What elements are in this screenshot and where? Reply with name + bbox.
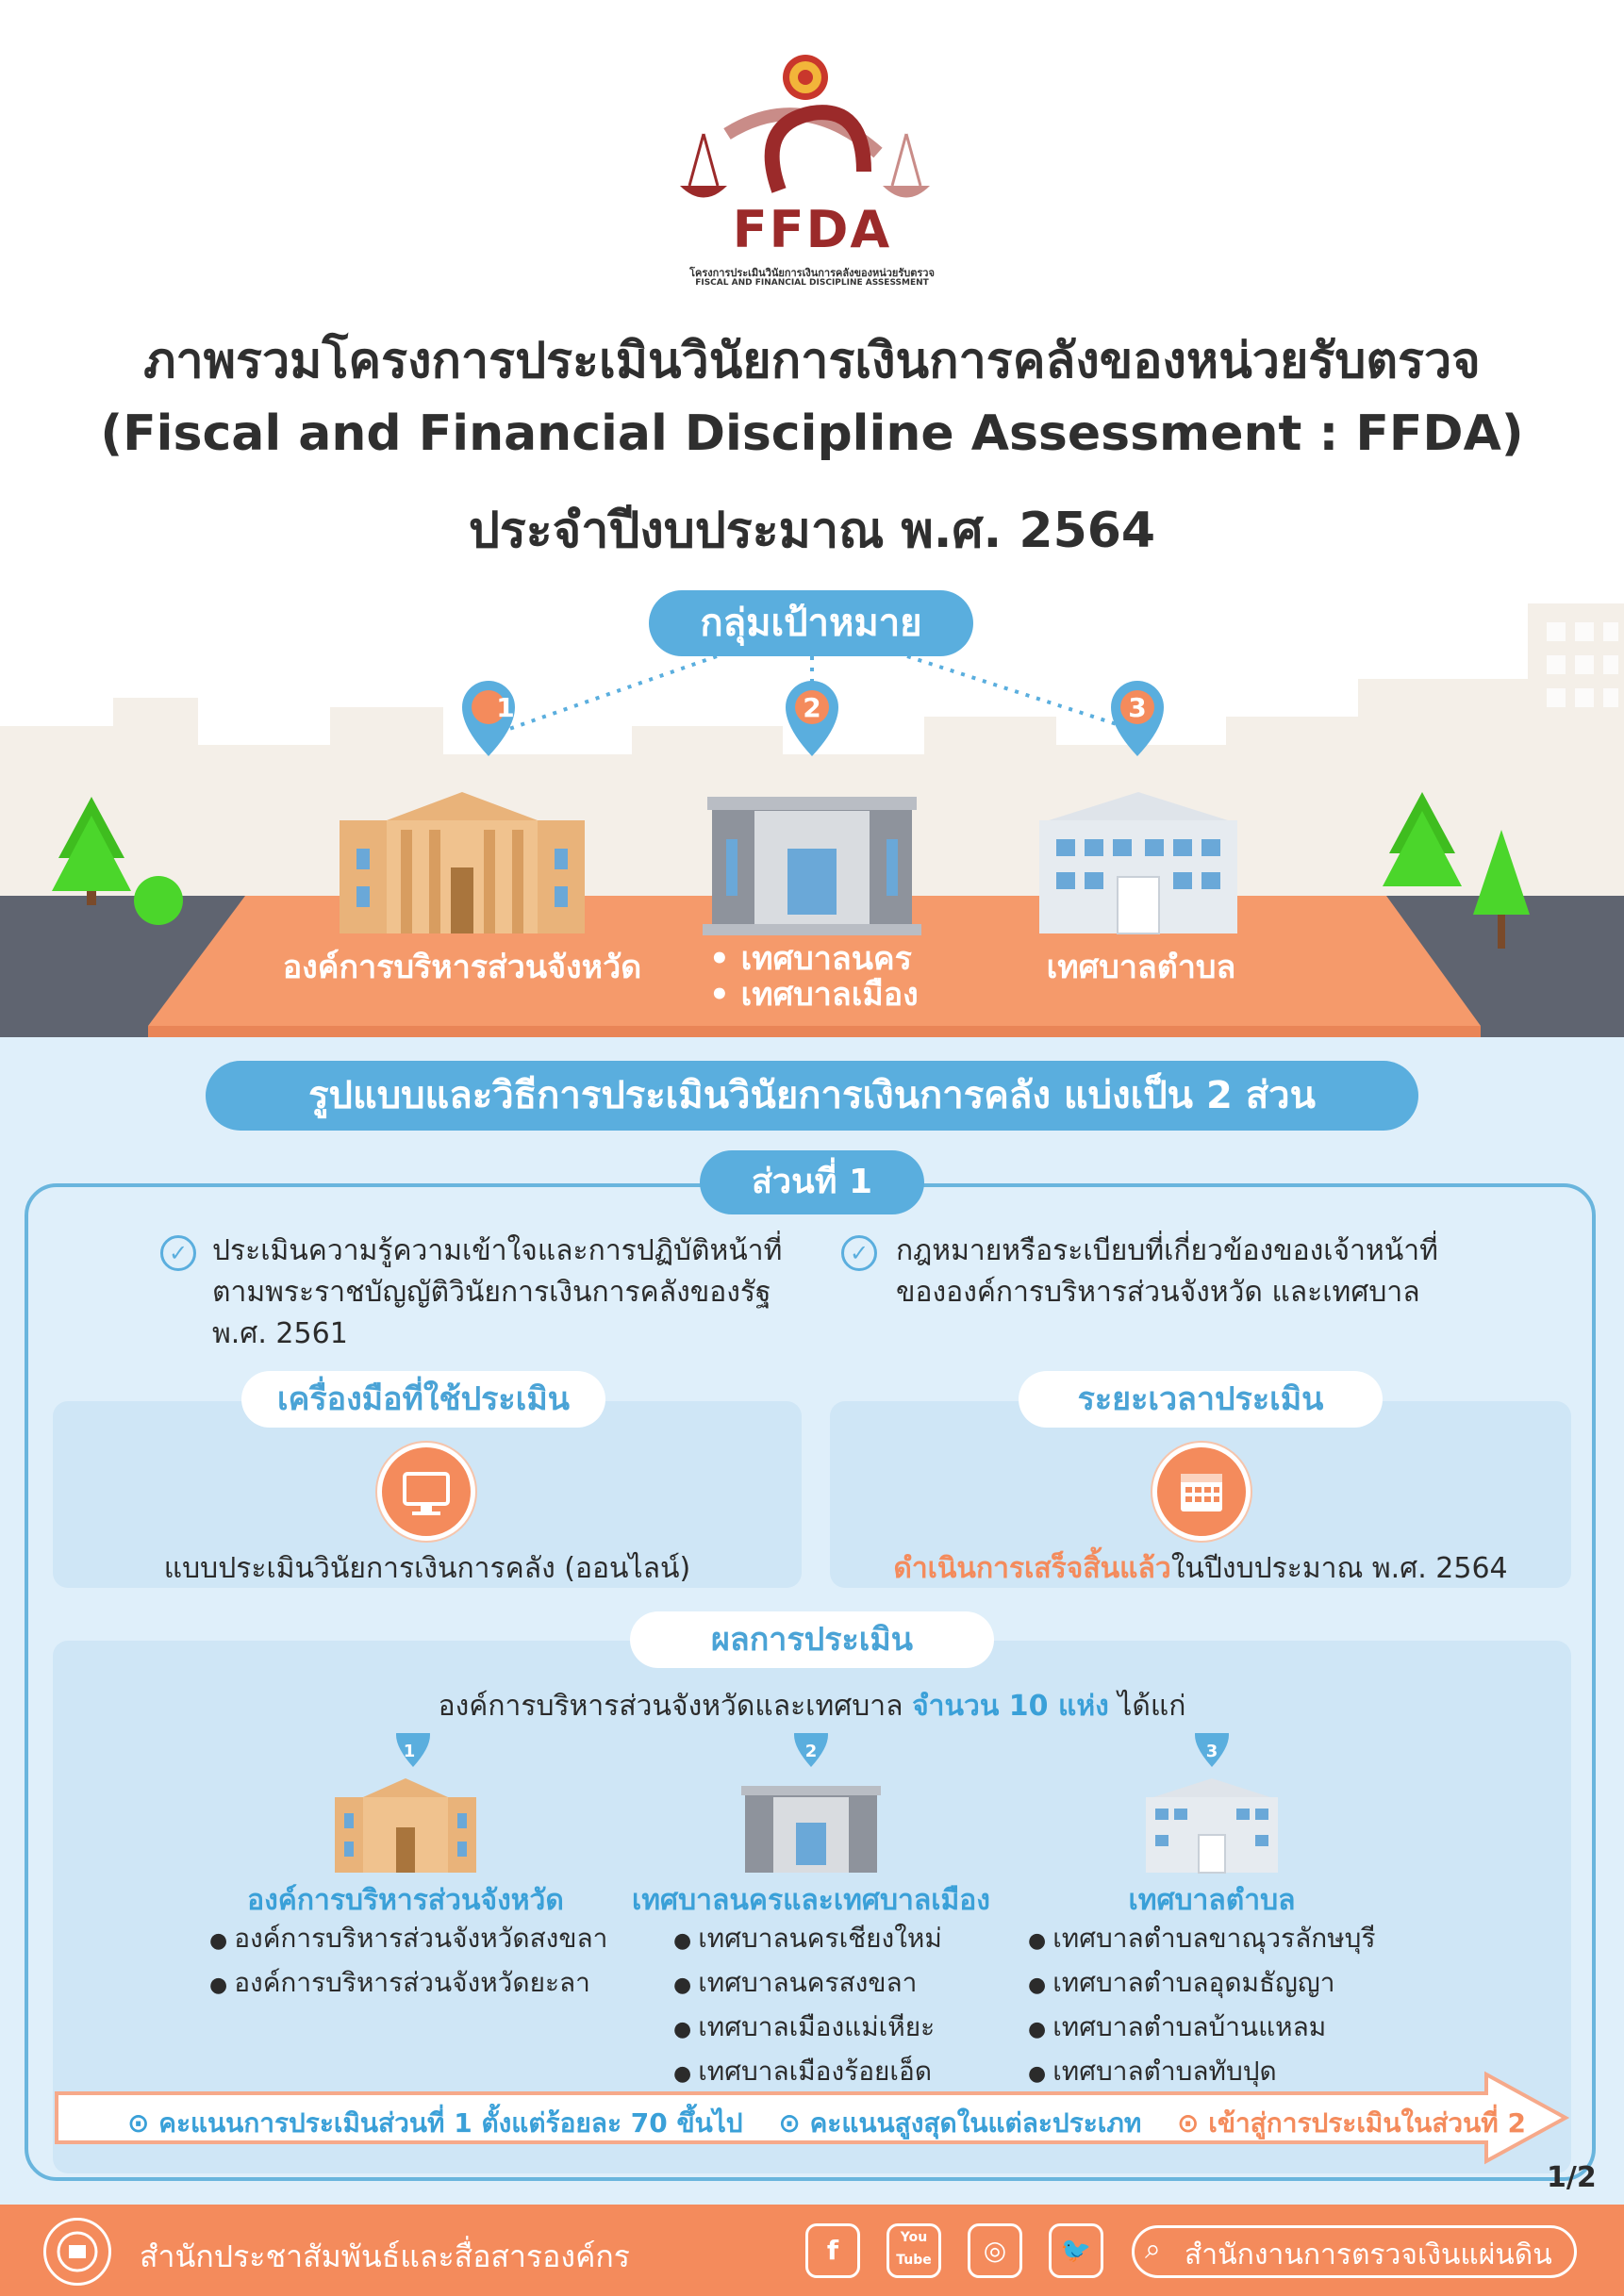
footer-org-name: สำนักประชาสัมพันธ์และสื่อสารองค์กร <box>140 2238 630 2274</box>
logo-thai-caption: โครงการประเมินวินัยการเงินการคลังของหน่ว… <box>689 267 935 279</box>
footer-bar <box>0 2205 1624 2296</box>
results-title-pill: ผลการประเมิน <box>630 1611 994 1668</box>
tool-text: แบบประเมินวินัยการเงินการคลัง (ออนไลน์) <box>163 1552 691 1585</box>
target-group-pill: กลุ่มเป้าหมาย <box>649 590 973 656</box>
list-item: องค์การบริหารส่วนจังหวัดสงขลา <box>209 1918 624 1962</box>
assess-point-1: ประเมินความรู้ความเข้าใจและการปฏิบัติหน้… <box>212 1234 783 1350</box>
target-label-tambon: เทศบาลตำบล <box>1046 949 1236 986</box>
pin-number-3: 3 <box>1128 692 1147 723</box>
part1-pill: ส่วนที่ 1 <box>700 1150 924 1214</box>
assess-point-2: กฎหมายหรือระเบียบที่เกี่ยวข้องของเจ้าหน้… <box>896 1234 1438 1309</box>
twitter-icon[interactable]: 🐦 <box>1049 2223 1103 2278</box>
list-item: เทศบาลตำบลอุดมธัญญา <box>1028 1962 1424 2007</box>
result-list-city: เทศบาลนครเชียงใหม่ เทศบาลนครสงขลา เทศบาล… <box>673 1918 994 2095</box>
search-icon: ⌕ <box>1145 2233 1161 2266</box>
list-item: เทศบาลตำบลบ้านแหลม <box>1028 2007 1424 2051</box>
tambon-building-icon <box>1146 1733 1278 1874</box>
ffda-logo: FFDA โครงการประเมินวินัยการเงินการคลังขอ… <box>671 49 953 294</box>
list-item: เทศบาลตำบลขาณุวรลักษบุรี <box>1028 1918 1424 1962</box>
page-title-line1: ภาพรวมโครงการประเมินวินัยการเงินการคลังข… <box>143 333 1481 389</box>
result-col-title-city: เทศบาลนครและเทศบาลเมือง <box>632 1884 990 1917</box>
list-item: เทศบาลนครเชียงใหม่ <box>673 1918 994 1962</box>
results-intro: องค์การบริหารส่วนจังหวัดและเทศบาล จำนวน … <box>438 1690 1186 1723</box>
result-col-title-tambon: เทศบาลตำบล <box>1128 1884 1296 1917</box>
target-label-city-municipality: • เทศบาลนคร • เทศบาลเมือง <box>709 941 954 1013</box>
page-number: 1/2 <box>1547 2161 1597 2194</box>
result-pin-1: 1 <box>403 1742 416 1761</box>
footer-search-text: สำนักงานการตรวจเงินแผ่นดิน <box>1185 2238 1552 2271</box>
period-highlight: ดำเนินการเสร็จสิ้นแล้ว <box>893 1552 1171 1585</box>
city-scene-illustration <box>0 603 1624 1037</box>
target-label-mueang: • เทศบาลเมือง <box>709 976 919 1014</box>
criteria-arrow <box>55 2071 1570 2165</box>
footer-search-pill[interactable] <box>1132 2225 1577 2278</box>
result-pin-2: 2 <box>804 1742 818 1761</box>
period-title-pill: ระยะเวลาประเมิน <box>1019 1371 1383 1428</box>
oag-seal-icon <box>43 2218 111 2286</box>
logo-eng-caption: FISCAL AND FINANCIAL DISCIPLINE ASSESSME… <box>695 278 929 288</box>
page-title-line3: ประจำปีงบประมาณ พ.ศ. 2564 <box>468 503 1156 559</box>
pin-number-2: 2 <box>803 692 821 723</box>
tool-title-pill: เครื่องมือที่ใช้ประเมิน <box>241 1371 605 1428</box>
page-title-line2: (Fiscal and Financial Discipline Assessm… <box>100 405 1524 462</box>
result-list-tambon: เทศบาลตำบลขาณุวรลักษบุรี เทศบาลตำบลอุดมธ… <box>1028 1918 1424 2095</box>
result-list-pao: องค์การบริหารส่วนจังหวัดสงขลา องค์การบริ… <box>209 1918 624 2007</box>
pao-building-icon <box>335 1733 476 1873</box>
youtube-icon[interactable]: You Tube <box>887 2223 941 2278</box>
pin-number-1: 1 <box>496 692 515 723</box>
list-item: องค์การบริหารส่วนจังหวัดยะลา <box>209 1962 624 2007</box>
method-title-pill: รูปแบบและวิธีการประเมินวินัยการเงินการคล… <box>206 1061 1418 1131</box>
list-item: เทศบาลเมืองแม่เหียะ <box>673 2007 994 2051</box>
logo-abbr: FFDA <box>732 200 892 259</box>
computer-icon <box>377 1443 475 1541</box>
result-col-title-pao: องค์การบริหารส่วนจังหวัด <box>247 1884 564 1917</box>
check-icon: ⊙ <box>1177 2107 1209 2139</box>
check-icon: ⊙ <box>127 2107 159 2139</box>
target-label-nakhon: • เทศบาลนคร <box>709 940 912 978</box>
target-label-pao: องค์การบริหารส่วนจังหวัด <box>282 949 642 986</box>
check-icon: ✓ <box>160 1235 196 1271</box>
criteria-text: ⊙ คะแนนการประเมินส่วนที่ 1 ตั้งแต่ร้อยละ… <box>127 2107 1526 2139</box>
period-text: ดำเนินการเสร็จสิ้นแล้วในปีงบประมาณ พ.ศ. … <box>830 1546 1571 1591</box>
calendar-icon <box>1152 1443 1251 1541</box>
scales-of-justice-icon <box>680 55 930 198</box>
list-item: เทศบาลตำบลทับปุด <box>1028 2051 1424 2095</box>
instagram-icon[interactable]: ◎ <box>968 2223 1022 2278</box>
check-icon: ✓ <box>841 1235 877 1271</box>
facebook-icon[interactable]: f <box>805 2223 860 2278</box>
city-hall-building-icon <box>741 1733 881 1873</box>
period-rest: ในปีงบประมาณ พ.ศ. 2564 <box>1170 1552 1508 1585</box>
check-icon: ⊙ <box>778 2107 810 2139</box>
result-pin-3: 3 <box>1205 1742 1218 1761</box>
list-item: เทศบาลเมืองร้อยเอ็ด <box>673 2051 994 2095</box>
list-item: เทศบาลนครสงขลา <box>673 1962 994 2007</box>
